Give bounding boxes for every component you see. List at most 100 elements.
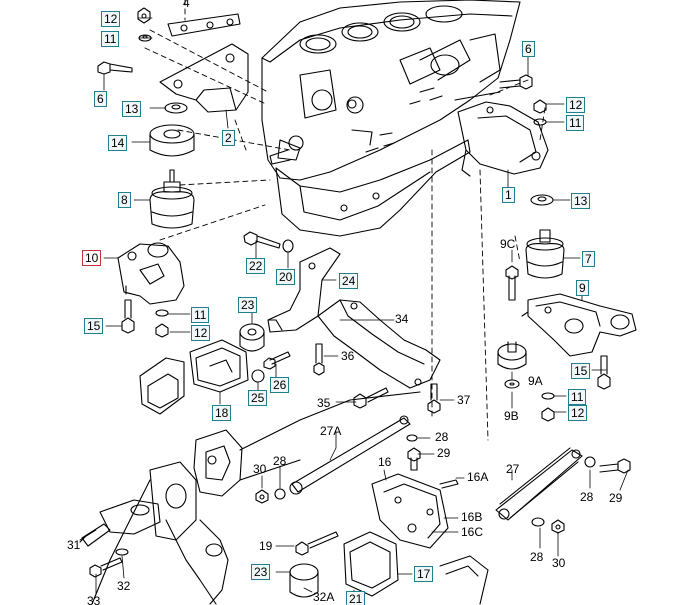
callout-16C[interactable]: 16C xyxy=(461,525,484,539)
callout-16B[interactable]: 16B xyxy=(461,510,483,524)
callout-9A[interactable]: 9A xyxy=(528,374,543,388)
callout-15a[interactable]: 15 xyxy=(84,318,104,334)
callout-11a[interactable]: 11 xyxy=(101,31,120,47)
washer-28-center xyxy=(406,434,418,442)
bolt-19 xyxy=(295,531,339,556)
washer-13-right xyxy=(530,194,554,206)
callout-8[interactable]: 8 xyxy=(118,192,131,208)
callout-23a[interactable]: 23 xyxy=(238,297,258,313)
callout-18[interactable]: 18 xyxy=(212,405,232,421)
callout-9B[interactable]: 9B xyxy=(504,409,519,423)
callout-22[interactable]: 22 xyxy=(246,258,266,274)
callout-29a[interactable]: 29 xyxy=(437,446,451,460)
callout-28d[interactable]: 28 xyxy=(530,550,544,564)
transmission-housing xyxy=(91,391,421,605)
callout-13b[interactable]: 13 xyxy=(571,193,591,209)
callout-10[interactable]: 10 xyxy=(82,250,102,266)
callout-9C[interactable]: 9C xyxy=(500,237,516,251)
oil-pan xyxy=(275,139,471,237)
callout-1[interactable]: 1 xyxy=(502,187,515,203)
mount-left-lower xyxy=(139,357,185,415)
callout-28c[interactable]: 28 xyxy=(580,490,594,504)
callout-25[interactable]: 25 xyxy=(248,390,268,406)
torque-rod-27 xyxy=(495,447,583,521)
washer-11-mid-left xyxy=(155,309,169,317)
callout-27[interactable]: 27 xyxy=(506,462,520,476)
bolt-16A xyxy=(439,479,459,489)
callout-29b[interactable]: 29 xyxy=(609,491,623,505)
bracket-16 xyxy=(371,473,449,549)
callout-4[interactable]: 4 xyxy=(183,0,190,10)
callout-12c[interactable]: 12 xyxy=(566,97,586,113)
nut-12-upper-left xyxy=(137,7,151,24)
callout-28a[interactable]: 28 xyxy=(435,430,449,444)
callout-33[interactable]: 33 xyxy=(87,594,101,605)
callout-14[interactable]: 14 xyxy=(108,135,128,151)
washer-11-right-lower xyxy=(541,392,555,400)
callout-11c[interactable]: 11 xyxy=(566,115,585,131)
callout-24[interactable]: 24 xyxy=(339,273,359,289)
callout-30a[interactable]: 30 xyxy=(253,462,267,476)
callout-30b[interactable]: 30 xyxy=(552,556,566,570)
bolt-15-left xyxy=(121,299,135,334)
washer-25 xyxy=(251,369,265,383)
bolt-15-right xyxy=(597,355,611,390)
callout-37[interactable]: 37 xyxy=(457,393,471,407)
callout-6b[interactable]: 6 xyxy=(522,41,535,57)
callout-35[interactable]: 35 xyxy=(317,396,331,410)
bracket-1 xyxy=(457,101,549,177)
bolt-6-right xyxy=(499,74,533,90)
callout-26[interactable]: 26 xyxy=(270,377,290,393)
callout-2[interactable]: 2 xyxy=(222,130,235,146)
callout-34[interactable]: 34 xyxy=(395,312,409,326)
callout-27A[interactable]: 27A xyxy=(320,424,342,438)
bolt-22 xyxy=(243,231,281,249)
callout-20[interactable]: 20 xyxy=(276,269,296,285)
engine-mount-7 xyxy=(525,229,565,279)
nut-30-right xyxy=(551,519,565,534)
callout-31[interactable]: 31 xyxy=(67,538,81,552)
washer-9B xyxy=(504,379,520,389)
callout-6a[interactable]: 6 xyxy=(94,91,107,107)
callout-12d[interactable]: 12 xyxy=(568,405,588,421)
callout-17[interactable]: 17 xyxy=(414,566,434,582)
nut-30-left xyxy=(255,489,269,504)
callout-16A[interactable]: 16A xyxy=(467,470,489,484)
nut-12-mid-left xyxy=(155,323,169,338)
bracket-24 xyxy=(267,247,341,333)
callout-9[interactable]: 9 xyxy=(576,280,589,296)
washer-32 xyxy=(115,548,129,556)
callout-23b[interactable]: 23 xyxy=(251,564,271,580)
callout-32A[interactable]: 32A xyxy=(313,590,335,604)
bolt-26 xyxy=(263,351,291,370)
washer-28-right xyxy=(584,456,596,468)
callout-15b[interactable]: 15 xyxy=(571,363,591,379)
torque-rod-27A xyxy=(289,415,411,495)
mount-bracket-10 xyxy=(117,242,185,305)
engine-mount-8 xyxy=(149,169,195,229)
callout-11b[interactable]: 11 xyxy=(191,307,210,323)
washer-28-left xyxy=(274,488,286,500)
callout-36[interactable]: 36 xyxy=(341,349,355,363)
callout-12b[interactable]: 12 xyxy=(191,325,211,341)
callout-12a[interactable]: 12 xyxy=(101,11,121,27)
callout-11d[interactable]: 11 xyxy=(568,389,587,405)
leader-lines xyxy=(79,17,629,597)
mount-21 xyxy=(343,531,399,597)
reference-lines xyxy=(144,0,546,441)
mount-18 xyxy=(189,339,249,393)
callout-13a[interactable]: 13 xyxy=(122,101,142,117)
bolt-29-center xyxy=(407,447,421,471)
callout-19[interactable]: 19 xyxy=(259,539,273,553)
bracket-left xyxy=(159,13,249,113)
callout-16[interactable]: 16 xyxy=(378,455,392,469)
callout-7[interactable]: 7 xyxy=(582,251,595,267)
callout-32[interactable]: 32 xyxy=(117,579,131,593)
callout-21[interactable]: 21 xyxy=(346,591,366,605)
washer-28-lower-right xyxy=(531,517,545,527)
callout-28b[interactable]: 28 xyxy=(273,454,287,468)
washer-11-right-upper xyxy=(533,118,547,126)
bolt-33 xyxy=(89,557,123,578)
